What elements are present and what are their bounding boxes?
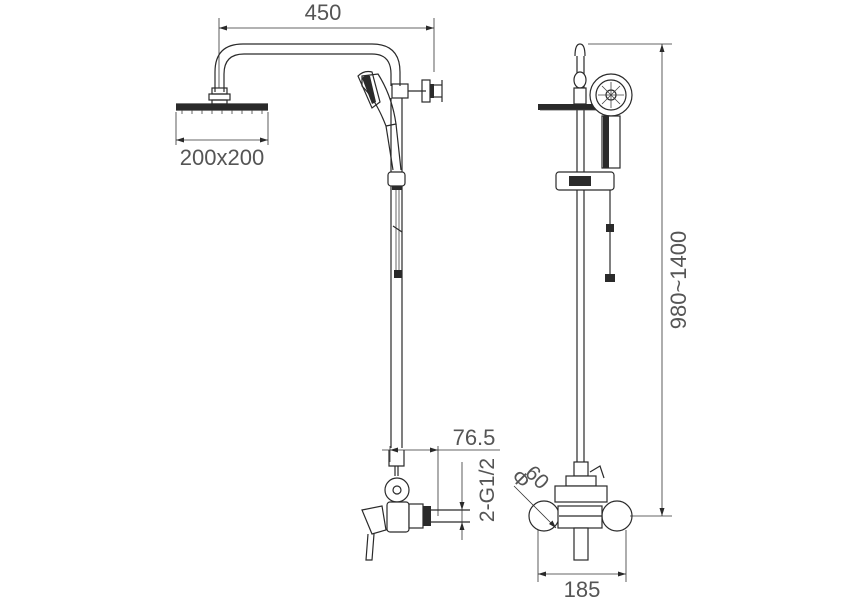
slide-rail (387, 98, 406, 467)
hand-shower-face (589, 73, 633, 169)
rain-shower-head (176, 87, 268, 114)
escutcheon-diameter-label: 60 (520, 461, 553, 494)
head-size-label: 200x200 (180, 145, 264, 170)
side-view: 200x200 450 (175, 0, 500, 561)
slider-holder (555, 171, 615, 282)
front-view: 980~1400 Φ 60 185 (506, 43, 691, 600)
arm-length-dimension: 450 (218, 0, 435, 88)
inlet-offset-dimension: 76.5 (382, 425, 500, 516)
inlet-spacing-label: 185 (564, 577, 601, 600)
arm-length-label: 450 (305, 0, 342, 25)
inlet-thread-dimension: 2-G1/2 (459, 458, 499, 540)
mixer-valve-side (361, 466, 470, 561)
height-dimension: 980~1400 (588, 43, 691, 517)
height-range-label: 980~1400 (666, 231, 691, 330)
hand-shower (357, 70, 402, 171)
upper-wall-bracket (391, 79, 443, 103)
head-size-dimension: 200x200 (175, 112, 269, 170)
inlet-thread-label: 2-G1/2 (476, 458, 499, 522)
inlet-spacing-dimension: 185 (537, 530, 627, 600)
shower-arm (214, 43, 401, 92)
inlet-offset-label: 76.5 (453, 425, 496, 450)
